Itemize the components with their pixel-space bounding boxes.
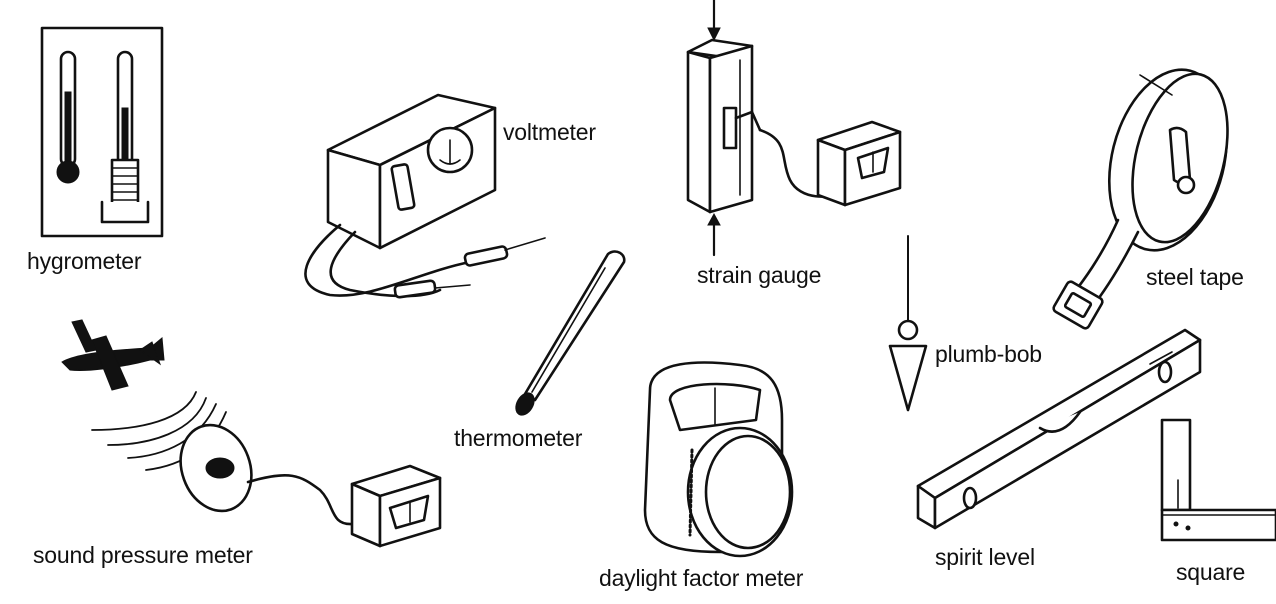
level-side	[935, 340, 1200, 528]
level-vial-top	[1040, 412, 1080, 432]
plumb-bob-weight	[890, 346, 926, 410]
level-vial-side	[964, 488, 976, 508]
wet-bulb-wick	[112, 160, 138, 210]
dry-bulb	[57, 161, 79, 183]
microphone-capsule	[206, 458, 234, 478]
label-square: square	[1176, 559, 1246, 585]
thermometer-bulb	[512, 390, 538, 419]
airplane-icon	[62, 320, 164, 390]
hygrometer-illustration	[42, 28, 162, 236]
voltmeter-lead-1	[305, 225, 470, 296]
top-arrow	[708, 28, 720, 40]
square-illustration	[1162, 420, 1276, 540]
plumb-bob-illustration	[890, 236, 926, 410]
label-daylight-factor-meter: daylight factor meter	[599, 565, 804, 591]
voltmeter-switch	[391, 164, 414, 210]
column-left	[688, 52, 710, 212]
bottom-arrow	[708, 214, 720, 225]
water-reservoir	[102, 202, 148, 222]
label-spirit-level: spirit level	[935, 544, 1035, 570]
label-steel-tape: steel tape	[1146, 264, 1244, 290]
square-stock	[1162, 510, 1276, 540]
daylight-factor-meter-illustration	[645, 363, 792, 556]
microphone-cable	[248, 475, 352, 524]
label-plumb-bob: plumb-bob	[935, 341, 1042, 367]
label-strain-gauge: strain gauge	[697, 262, 822, 288]
gauge-element	[724, 108, 736, 148]
level-vial-end	[1159, 362, 1171, 382]
voltmeter-probe-1	[464, 246, 508, 266]
label-sound-pressure-meter: sound pressure meter	[33, 542, 253, 568]
steel-tape-illustration	[1052, 57, 1244, 330]
meter-dial	[706, 436, 790, 548]
voltmeter-illustration	[305, 95, 545, 298]
label-voltmeter: voltmeter	[503, 119, 596, 145]
label-hygrometer: hygrometer	[27, 248, 142, 274]
square-blade	[1162, 420, 1190, 510]
thermometer-illustration	[512, 252, 624, 419]
sound-pressure-meter-illustration	[62, 320, 440, 546]
dry-bulb-column	[65, 92, 71, 166]
tape-winder	[1170, 128, 1190, 183]
voltmeter-probe-2	[394, 280, 435, 297]
spirit-level-illustration	[918, 330, 1200, 528]
strain-gauge-illustration	[688, 0, 900, 255]
label-thermometer: thermometer	[454, 425, 583, 451]
